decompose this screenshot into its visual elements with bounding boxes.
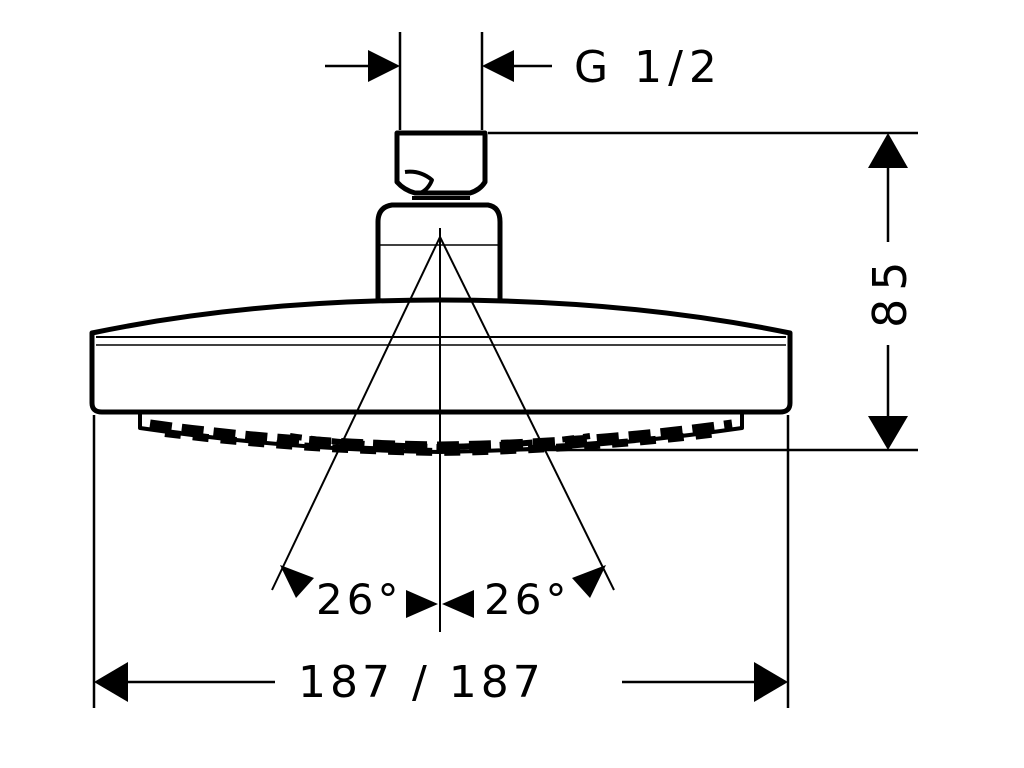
angle-arrow-left-outer: [280, 565, 314, 598]
width-label: 187 / 187: [298, 657, 545, 708]
angle-left-label: 26°: [316, 575, 402, 624]
angle-arrow-right-inner: [442, 590, 474, 618]
cone-line-left: [271, 236, 441, 591]
thread-label: G 1/2: [574, 42, 723, 93]
angle-dimension: [280, 565, 606, 618]
width-arrow-left: [94, 662, 128, 702]
angle-right-label: 26°: [484, 575, 570, 624]
height-arrow-bottom: [868, 416, 908, 450]
width-dimension: [92, 415, 790, 708]
thread-arrow-left: [368, 50, 400, 82]
angle-arrow-left-inner: [406, 590, 438, 618]
thread-dimension: [325, 32, 552, 130]
cone-line-right: [439, 236, 615, 591]
height-dimension: [488, 131, 918, 452]
height-label: 85: [863, 253, 917, 328]
height-arrow-top: [868, 133, 908, 168]
thread-arrow-right: [482, 50, 514, 82]
angle-arrow-right-outer: [572, 565, 606, 598]
spray-cone: [271, 228, 615, 632]
connector-nut: [394, 130, 488, 200]
width-arrow-right: [754, 662, 788, 702]
